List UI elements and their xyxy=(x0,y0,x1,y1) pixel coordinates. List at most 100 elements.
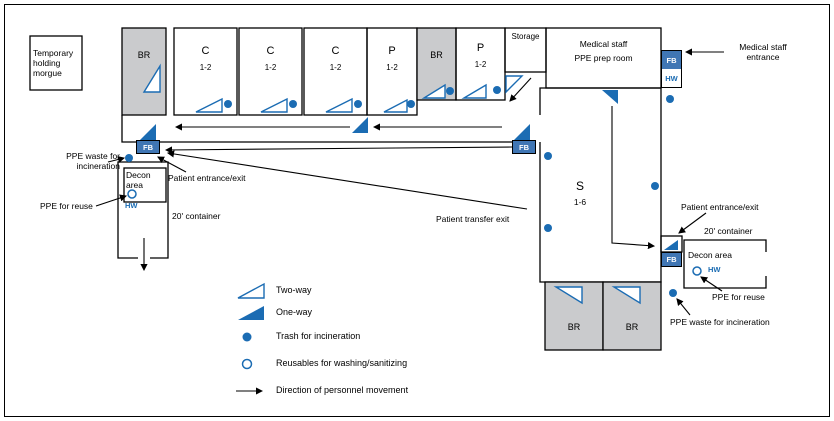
two-way-door-icon xyxy=(553,286,583,305)
room-p1-letter: P xyxy=(388,45,396,57)
room-s-letter: S xyxy=(575,179,584,193)
trash-dot-icon xyxy=(493,86,501,94)
one-way-door-icon xyxy=(602,90,618,104)
two-way-door-icon xyxy=(142,63,161,93)
container-right-label: 20' container xyxy=(704,226,753,236)
ppe-reuse-left-label: PPE for reuse xyxy=(40,201,93,211)
one-way-doors xyxy=(140,90,678,320)
fb-box-staff: FB xyxy=(662,51,681,69)
legend-reusables-label: Reusables for washing/sanitizing xyxy=(276,358,408,368)
patient-entrance-right-label: Patient entrance/exit xyxy=(681,202,759,212)
arrow-patient-entrance-left xyxy=(157,156,187,173)
reusables-circle-icon xyxy=(692,266,702,276)
room-c3-label: C 1-2 xyxy=(304,45,367,72)
reusable-circles xyxy=(127,189,702,370)
movement-arrows xyxy=(95,48,724,395)
container-right-wall xyxy=(683,239,767,289)
room-c2-label: C 1-2 xyxy=(239,45,302,72)
arrow-storage xyxy=(509,77,532,102)
legend-two-way-icon xyxy=(237,282,265,299)
fb-box-corridor-left: FB xyxy=(136,140,160,154)
arrow-transfer-line-lower xyxy=(166,150,528,210)
two-way-door-icon xyxy=(260,97,288,113)
one-way-door-icon xyxy=(664,240,678,250)
room-c1-wall xyxy=(173,27,238,116)
room-storage-label: Storage xyxy=(511,32,540,41)
room-c2-wall xyxy=(238,27,303,116)
room-s-wall xyxy=(539,87,662,283)
one-way-door-icon xyxy=(352,117,368,133)
arrow-ppe-reuse-left xyxy=(95,194,128,207)
arrow-ppe-waste-right xyxy=(676,298,691,316)
fb-box-patient-exit: FB xyxy=(661,252,682,267)
room-p2-letter: P xyxy=(476,42,485,54)
two-way-door-icon xyxy=(383,98,408,113)
room-c1-label: C 1-2 xyxy=(174,45,237,72)
arrow-ppe-reuse-right xyxy=(700,276,723,292)
corridor-wall xyxy=(121,115,536,143)
room-p1-label: P 1-2 xyxy=(367,45,417,72)
ppe-waste-left-label: PPE waste for incineration xyxy=(66,151,120,172)
legend-one-way-label: One-way xyxy=(276,307,313,317)
decon-left-wall xyxy=(123,167,167,203)
morgue-wall xyxy=(29,35,83,91)
container-left-wall xyxy=(117,161,169,259)
patient-transfer-exit-label: Patient transfer exit xyxy=(436,214,510,224)
one-way-door-icon xyxy=(514,124,530,140)
arrow-patient-entrance-right xyxy=(678,212,707,234)
trash-dot-icon xyxy=(666,95,674,103)
room-p2-label: P 1-2 xyxy=(456,42,505,69)
two-way-door-icon xyxy=(325,97,353,113)
room-c3-letter: C xyxy=(331,45,340,57)
room-br-bottom-left-label: BR xyxy=(567,322,581,332)
two-way-door-icon xyxy=(505,75,524,94)
legend-two-way-label: Two-way xyxy=(276,285,312,295)
room-staff-line1: Medical staff xyxy=(579,39,628,49)
room-p1-range: 1-2 xyxy=(386,62,398,72)
room-staff-label: Medical staff PPE prep room xyxy=(546,39,661,63)
patient-entrance-left-label: Patient entrance/exit xyxy=(168,173,246,183)
two-way-door-icon xyxy=(611,286,641,305)
trash-dot-icon xyxy=(354,100,362,108)
trash-dot-icon xyxy=(446,87,454,95)
trash-dots xyxy=(125,86,677,342)
hw-left-label: HW xyxy=(125,201,138,210)
legend-reusables-icon xyxy=(241,358,253,370)
morgue-label: Temporary holding morgue xyxy=(33,48,74,79)
ppe-waste-right-label: PPE waste for incineration xyxy=(670,317,770,327)
trash-dot-icon xyxy=(544,224,552,232)
container-left-label: 20' container xyxy=(172,211,221,221)
trash-dot-icon xyxy=(669,289,677,297)
room-br-bottom-right-label: BR xyxy=(625,322,639,332)
trash-dot-icon xyxy=(125,154,133,162)
two-way-doors xyxy=(142,63,641,305)
decon-area-right-label: Decon area xyxy=(688,250,732,260)
legend-one-way-icon xyxy=(238,306,264,320)
room-br-top-left-label: BR xyxy=(137,50,151,60)
arrow-s-ward xyxy=(611,106,656,250)
decon-area-left-label: Decon area xyxy=(126,170,151,191)
legend-trash-label: Trash for incineration xyxy=(276,331,361,341)
arrow-transfer-line-upper xyxy=(164,146,513,154)
room-s-range: 1-6 xyxy=(573,197,587,208)
trash-dot-icon xyxy=(407,100,415,108)
room-s-label: S 1-6 xyxy=(540,179,620,207)
ppe-reuse-right-label: PPE for reuse xyxy=(712,292,765,302)
hw-box-staff: HW xyxy=(665,73,678,83)
two-way-door-icon xyxy=(461,83,487,99)
fb-box-corridor-right: FB xyxy=(512,140,536,154)
room-staff-line2: PPE prep room xyxy=(574,53,633,64)
two-way-door-icon xyxy=(195,97,223,113)
trash-dot-icon xyxy=(224,100,232,108)
reusables-circle-icon xyxy=(127,189,137,199)
one-way-door-icon xyxy=(140,124,156,140)
fb-hw-box-staff: FB HW xyxy=(661,50,682,88)
trash-dot-icon xyxy=(289,100,297,108)
arrow-ppe-waste-left xyxy=(107,156,126,163)
legend-direction-label: Direction of personnel movement xyxy=(276,385,409,395)
room-c1-range: 1-2 xyxy=(199,62,212,72)
room-c2-letter: C xyxy=(266,45,275,57)
legend-trash-icon xyxy=(242,332,252,342)
